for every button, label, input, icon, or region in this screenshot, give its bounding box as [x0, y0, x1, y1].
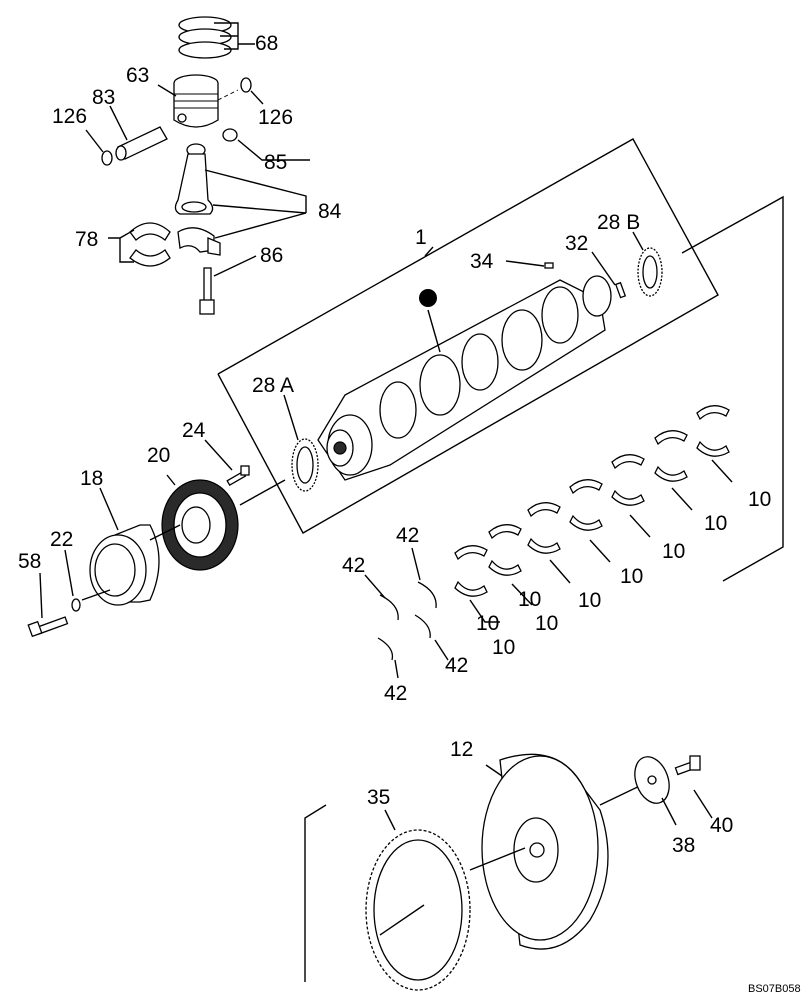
label-42-d: 42 [384, 682, 407, 705]
flywheel [481, 753, 649, 950]
bolt-58 [27, 572, 111, 638]
label-28a: 28 A [252, 374, 294, 397]
bearing-group-frame [681, 195, 784, 582]
snap-ring-right [240, 77, 264, 105]
reference-code: BS07B058 [748, 983, 801, 995]
piston-pin [109, 105, 168, 161]
label-10-h: 10 [476, 612, 499, 635]
pin-32 [591, 251, 627, 299]
label-40: 40 [710, 814, 733, 837]
crankshaft-group-frame [217, 138, 719, 534]
piston-rings [178, 16, 255, 59]
label-28b: 28 B [597, 211, 640, 234]
label-12: 12 [450, 738, 473, 761]
label-78: 78 [75, 228, 98, 251]
bolt-24 [204, 439, 250, 486]
ring-gear [365, 809, 526, 991]
label-38: 38 [672, 834, 695, 857]
crankshaft [317, 275, 612, 481]
callout-labels: 68 63 83 126 126 85 84 78 86 1 34 32 28 … [18, 32, 801, 995]
damper-pulley [161, 474, 286, 571]
label-83: 83 [92, 86, 115, 109]
label-10-g: 10 [748, 488, 771, 511]
label-85: 85 [264, 151, 287, 174]
flywheel-bolt [674, 755, 713, 819]
flywheel-group-frame [304, 804, 327, 982]
label-42-a: 42 [342, 554, 365, 577]
rod-bearing-shells [108, 222, 171, 267]
label-1: 1 [415, 226, 427, 249]
label-10-e: 10 [662, 540, 685, 563]
piston [157, 74, 239, 128]
label-63: 63 [126, 64, 149, 87]
crank-gear-a [283, 394, 319, 492]
label-58: 58 [18, 550, 41, 573]
flywheel-plate [634, 756, 677, 826]
label-22: 22 [50, 528, 73, 551]
rod-cap [177, 227, 221, 256]
main-bearing-shells [454, 405, 733, 623]
label-34: 34 [470, 250, 494, 273]
label-10-c: 10 [578, 589, 601, 612]
label-10-b: 10 [535, 612, 558, 635]
label-86: 86 [260, 244, 283, 267]
label-42-c: 42 [445, 654, 468, 677]
label-10-f: 10 [704, 512, 727, 535]
label-35: 35 [367, 786, 390, 809]
label-24: 24 [182, 419, 206, 442]
label-10-a: 10 [492, 636, 515, 659]
label-10-i: 10 [518, 588, 541, 611]
snap-ring-left [85, 129, 113, 166]
crank-pulley [89, 487, 181, 606]
label-10-d: 10 [620, 565, 643, 588]
connecting-rod [174, 128, 310, 239]
rod-bolt [199, 255, 257, 315]
washer-22 [64, 549, 81, 612]
label-68: 68 [255, 32, 278, 55]
label-20: 20 [147, 444, 170, 467]
pin-34 [505, 260, 554, 269]
label-126-right: 126 [258, 106, 293, 129]
crank-gear-b [632, 231, 663, 297]
label-84: 84 [318, 200, 342, 223]
thrust-washers [364, 547, 449, 679]
label-32: 32 [565, 232, 588, 255]
label-42-b: 42 [396, 524, 419, 547]
label-126-left: 126 [52, 105, 87, 128]
label-18: 18 [80, 467, 103, 490]
